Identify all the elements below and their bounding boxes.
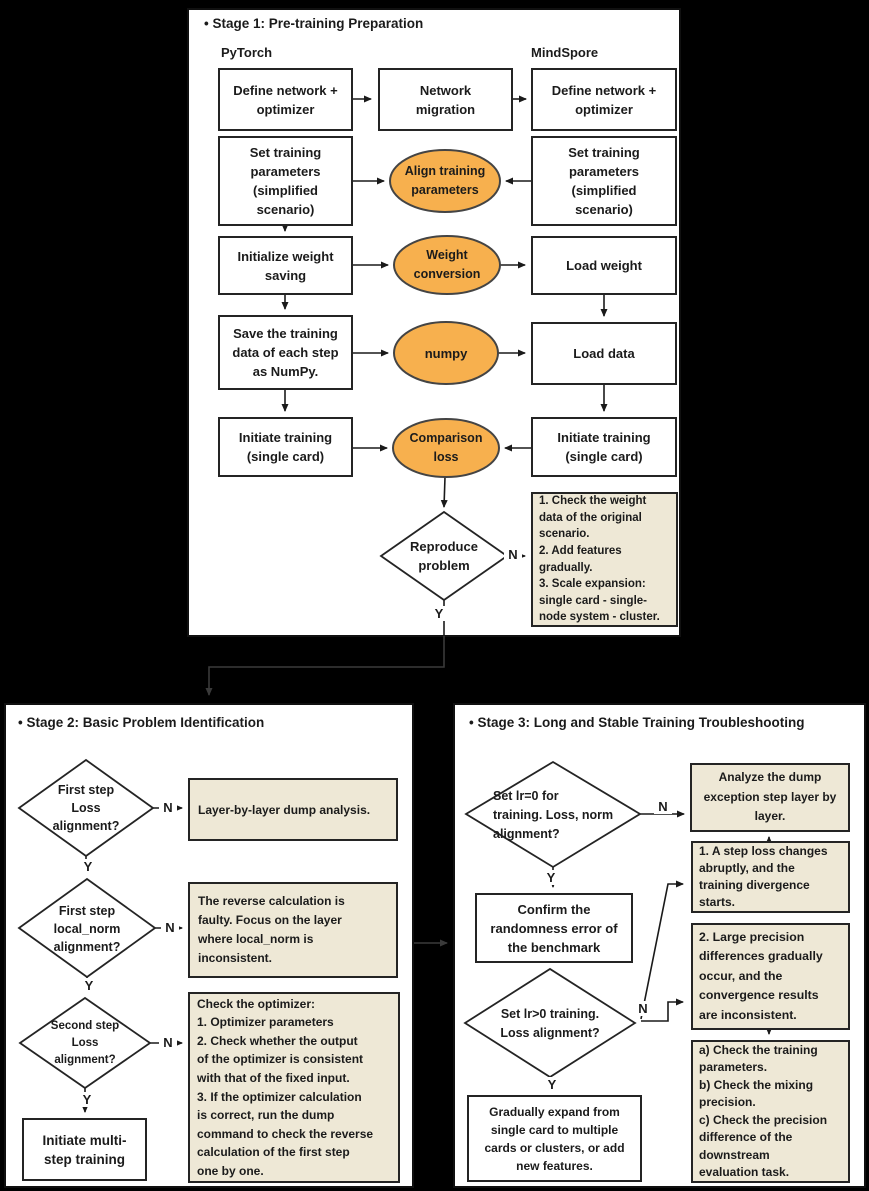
- ms-load-weight-box: Load weight: [531, 236, 677, 295]
- stage3-no1-label: N: [654, 799, 672, 814]
- stage1-title: • Stage 1: Pre-training Preparation: [204, 16, 424, 31]
- lr0-label: Set lr=0 for training. Loss, norm alignm…: [493, 788, 614, 841]
- comparison-loss-label: Comparison loss: [409, 431, 483, 464]
- pt-save-data-box: Save the training data of each step as N…: [218, 315, 353, 390]
- first-step-loss-label: First step Loss alignment?: [52, 783, 120, 833]
- large-precision-box: 2. Large precision differences gradually…: [691, 923, 850, 1030]
- reproduce-problem-label: Reproduce problem: [410, 539, 478, 573]
- pt-init-weight-box: Initialize weight saving: [218, 236, 353, 295]
- pt-define-box: Define network + optimizer: [218, 68, 353, 131]
- gradually-expand-box: Gradually expand from single card to mul…: [467, 1095, 642, 1182]
- pytorch-header: PyTorch: [221, 45, 273, 60]
- stage2-no3-label: N: [159, 1035, 177, 1050]
- stage3-no2-label: N: [634, 1001, 652, 1016]
- stage1-note-box: 1. Check the weight data of the original…: [531, 492, 678, 627]
- lr-gt0-label: Set lr>0 training. Loss alignment?: [500, 1007, 600, 1040]
- ms-train-box: Initiate training (single card): [531, 417, 677, 477]
- reverse-calculation-box: The reverse calculation is faulty. Focus…: [188, 882, 398, 978]
- ms-load-data-box: Load data: [531, 322, 677, 385]
- stage3-title: • Stage 3: Long and Stable Training Trou…: [469, 715, 805, 730]
- pt-train-box: Initiate training (single card): [218, 417, 353, 477]
- step-loss-changes-box: 1. A step loss changes abruptly, and the…: [691, 841, 850, 913]
- stage1-yes-label: Y: [430, 606, 448, 621]
- stage3-yes2-label: Y: [543, 1077, 561, 1092]
- stage3-yes1-label: Y: [542, 870, 560, 885]
- weight-conversion-label: Weight conversion: [413, 248, 481, 281]
- multistep-training-box: Initiate multi- step training: [22, 1118, 147, 1181]
- stage2-yes3-label: Y: [78, 1092, 96, 1107]
- second-step-loss-label: Second step Loss alignment?: [50, 1019, 120, 1066]
- dump-analysis-box: Layer-by-layer dump analysis.: [188, 778, 398, 841]
- stage2-title: • Stage 2: Basic Problem Identification: [18, 715, 265, 730]
- stage2-no2-label: N: [161, 920, 179, 935]
- local-norm-label: First step local_norm alignment?: [53, 904, 121, 954]
- pt-set-params-box: Set training parameters (simplified scen…: [218, 136, 353, 226]
- ms-define-box: Define network + optimizer: [531, 68, 677, 131]
- stage2-no1-label: N: [159, 800, 177, 815]
- confirm-randomness-box: Confirm the randomness error of the benc…: [475, 893, 633, 963]
- stage1-no-label: N: [504, 547, 522, 562]
- checks-list-box: a) Check the training parameters. b) Che…: [691, 1040, 850, 1183]
- analyze-dump-box: Analyze the dump exception step layer by…: [690, 763, 850, 832]
- numpy-label: numpy: [424, 346, 468, 361]
- stage2-yes2-label: Y: [80, 978, 98, 993]
- align-params-label: Align training parameters: [404, 164, 486, 197]
- mindspore-header: MindSpore: [531, 45, 599, 60]
- ms-set-params-box: Set training parameters (simplified scen…: [531, 136, 677, 226]
- stage2-yes1-label: Y: [79, 859, 97, 874]
- check-optimizer-box: Check the optimizer: 1. Optimizer parame…: [188, 992, 400, 1183]
- network-migration-box: Network migration: [378, 68, 513, 131]
